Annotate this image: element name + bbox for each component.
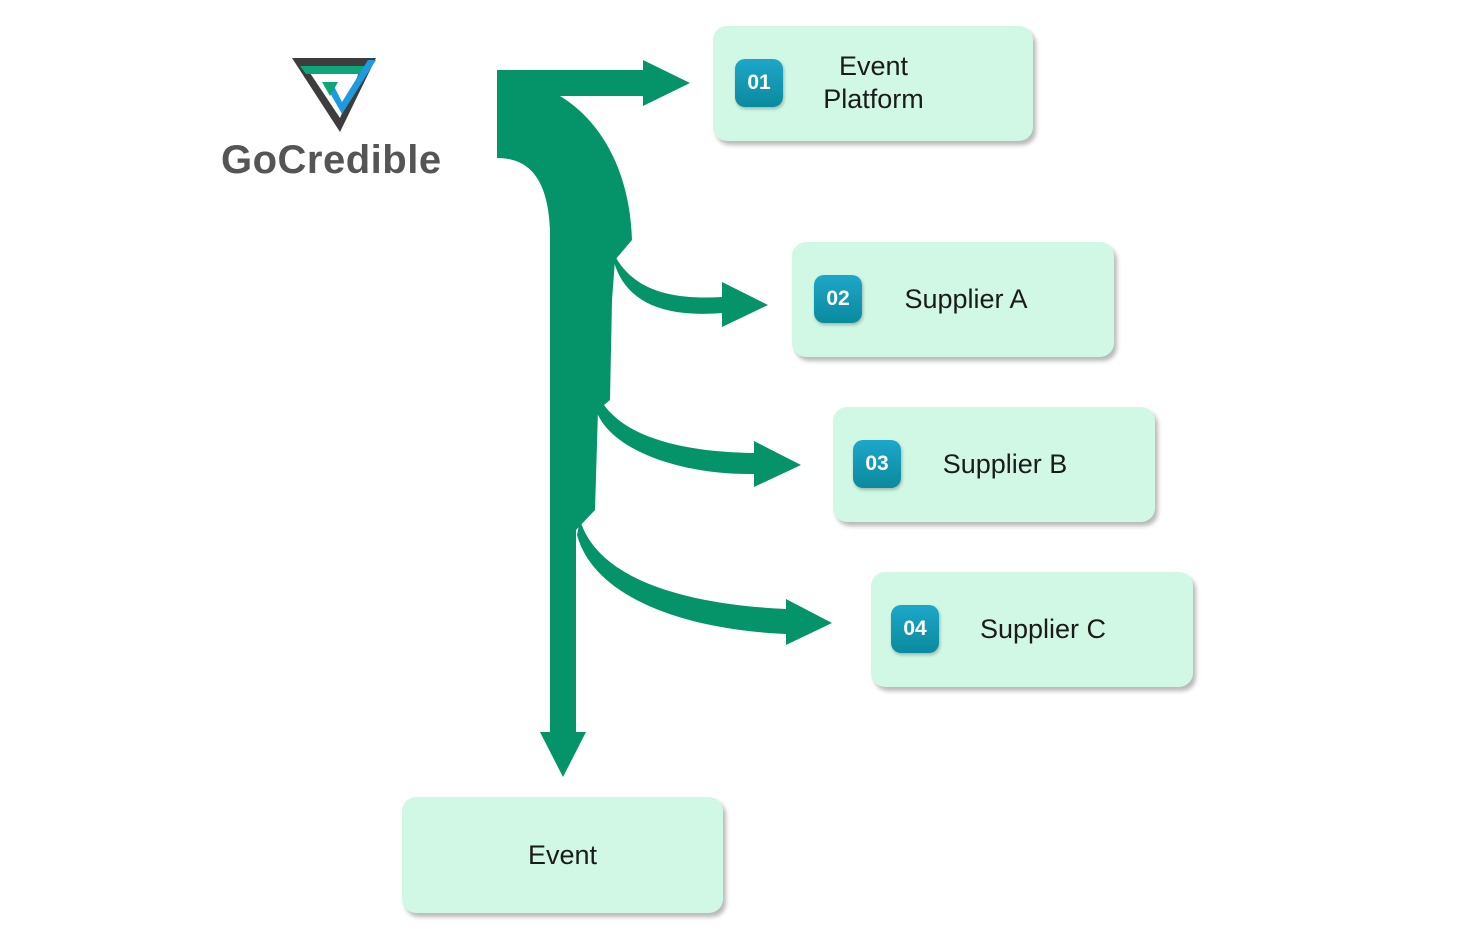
arrow-branch-supplier-b [596, 395, 801, 487]
node-event: Event [402, 797, 723, 913]
arrow-branch-supplier-a [612, 250, 768, 327]
badge-02: 02 [814, 275, 862, 323]
arrow-head-event [540, 732, 586, 777]
brand-name: GoCredible [221, 138, 442, 182]
badge-04: 04 [891, 605, 939, 653]
node-supplier-b: 03 Supplier B [833, 407, 1155, 522]
gocredible-triangle-logo-icon [292, 58, 376, 132]
gocredible-logo: GoCredible [218, 52, 458, 192]
arrow-head-event-platform [643, 60, 690, 106]
node-label: Event [527, 840, 598, 870]
arrow-branch-supplier-c [577, 520, 832, 645]
badge-01: 01 [735, 59, 783, 107]
badge-03: 03 [853, 440, 901, 488]
node-event-platform: 01 Event Platform [713, 26, 1033, 141]
node-supplier-c: 04 Supplier C [871, 572, 1193, 687]
node-supplier-a: 02 Supplier A [792, 242, 1114, 357]
node-label: Supplier B [942, 449, 1068, 479]
node-label: Supplier C [979, 614, 1107, 644]
node-label: Event Platform [823, 51, 924, 114]
node-label: Supplier A [904, 284, 1028, 314]
arrow-main-ribbon [497, 70, 643, 732]
